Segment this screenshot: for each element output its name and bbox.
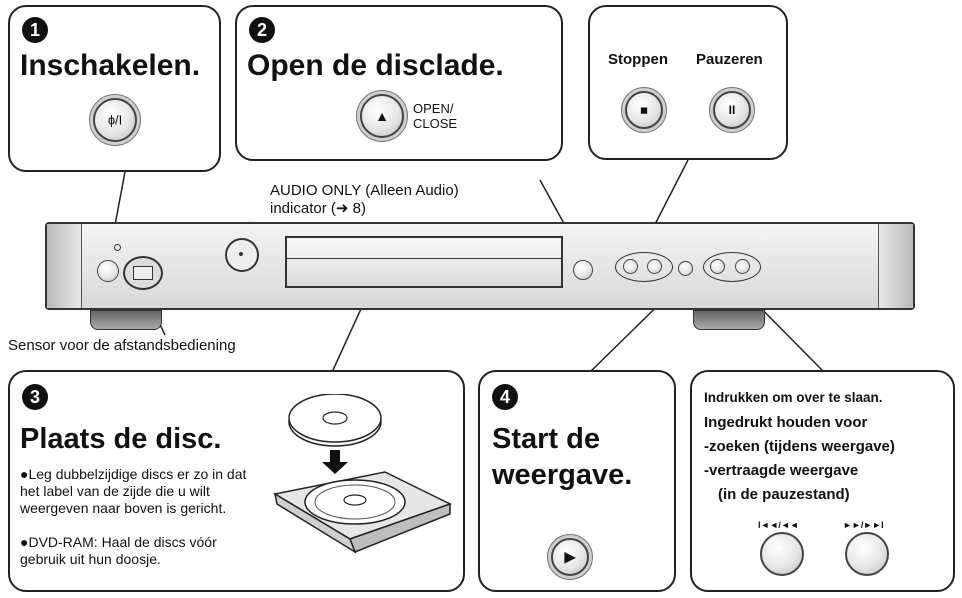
open-close-label-line2: CLOSE xyxy=(413,116,458,131)
step1-number: 1 xyxy=(22,17,48,43)
step4-title-line2: weergave. xyxy=(492,459,633,491)
player-left-cap xyxy=(47,224,82,308)
stop-icon: ■ xyxy=(640,102,648,118)
player-right-cap xyxy=(878,224,913,308)
skip-line-2: Ingedrukt houden voor xyxy=(704,414,868,431)
skip-next-button[interactable] xyxy=(845,532,889,576)
indicator-label-line1: AUDIO ONLY (Alleen Audio) xyxy=(270,182,459,199)
skip-line-1: Indrukken om over te slaan. xyxy=(704,390,883,405)
indicator-label-line2: indicator (➜ 8) xyxy=(270,200,366,217)
pause-button[interactable]: II xyxy=(713,91,751,129)
step3-number: 3 xyxy=(22,384,48,410)
step2-panel: 2 Open de disclade. ▲ OPEN/ CLOSE xyxy=(235,5,563,161)
player-skip-prev-button[interactable] xyxy=(710,259,725,274)
skip-next-label: ►►/►►I xyxy=(843,520,884,530)
power-icon: ɸ/I xyxy=(107,112,123,128)
step4-panel: 4 Start de weergave. ▶ xyxy=(478,370,676,592)
player-play-button[interactable] xyxy=(678,261,693,276)
audio-only-indicator xyxy=(225,238,259,272)
skip-prev-label: I◄◄/◄◄ xyxy=(758,520,799,530)
open-close-button[interactable]: ▲ xyxy=(360,94,404,138)
disc-tray xyxy=(285,236,563,288)
stop-button[interactable]: ■ xyxy=(625,91,663,129)
player-open-close-button[interactable] xyxy=(573,260,593,280)
player-skip-next-button[interactable] xyxy=(735,259,750,274)
power-button[interactable]: ɸ/I xyxy=(93,98,137,142)
play-icon: ▶ xyxy=(564,548,576,565)
stop-label: Stoppen xyxy=(608,51,668,68)
dvd-player xyxy=(45,222,915,310)
step2-title: Open de disclade. xyxy=(247,49,504,82)
play-button[interactable]: ▶ xyxy=(551,538,589,576)
player-stop-button[interactable] xyxy=(623,259,638,274)
power-led xyxy=(114,244,121,251)
open-close-label-line1: OPEN/ xyxy=(413,101,454,116)
pause-label: Pauzeren xyxy=(696,51,763,68)
step3-bullet-2: ●DVD-RAM: Haal de discs vóór gebruik uit… xyxy=(20,534,217,567)
stop-pause-panel: Stoppen Pauzeren ■ II xyxy=(588,5,788,160)
player-pause-button[interactable] xyxy=(647,259,662,274)
skip-line-3: -zoeken (tijdens weergave) xyxy=(704,438,895,455)
sensor-label: Sensor voor de afstandsbediening xyxy=(8,337,236,354)
skip-prev-button[interactable] xyxy=(760,532,804,576)
step4-number: 4 xyxy=(492,384,518,410)
player-power-button[interactable] xyxy=(97,260,119,282)
skip-panel: Indrukken om over te slaan. Ingedrukt ho… xyxy=(690,370,955,592)
eject-icon: ▲ xyxy=(375,108,389,124)
step2-number: 2 xyxy=(249,17,275,43)
step3-title: Plaats de disc. xyxy=(20,423,222,455)
disc-tray-illustration xyxy=(272,394,452,554)
step4-title-line1: Start de xyxy=(492,423,600,455)
skip-line-5: (in de pauzestand) xyxy=(718,486,850,503)
skip-line-4: -vertraagde weergave xyxy=(704,462,859,479)
skip-button-group xyxy=(703,252,761,282)
pause-icon: II xyxy=(728,103,736,117)
step3-bullet-1: ●Leg dubbelzijdige discs er zo in dat he… xyxy=(20,466,247,516)
remote-sensor xyxy=(123,256,163,290)
player-foot-left xyxy=(90,310,162,330)
step1-title: Inschakelen. xyxy=(20,49,201,82)
step1-panel: 1 Inschakelen. ɸ/I xyxy=(8,5,221,172)
step3-panel: 3 Plaats de disc. ●Leg dubbelzijdige dis… xyxy=(8,370,465,592)
player-foot-right xyxy=(693,310,765,330)
stop-pause-button-group xyxy=(615,252,673,282)
